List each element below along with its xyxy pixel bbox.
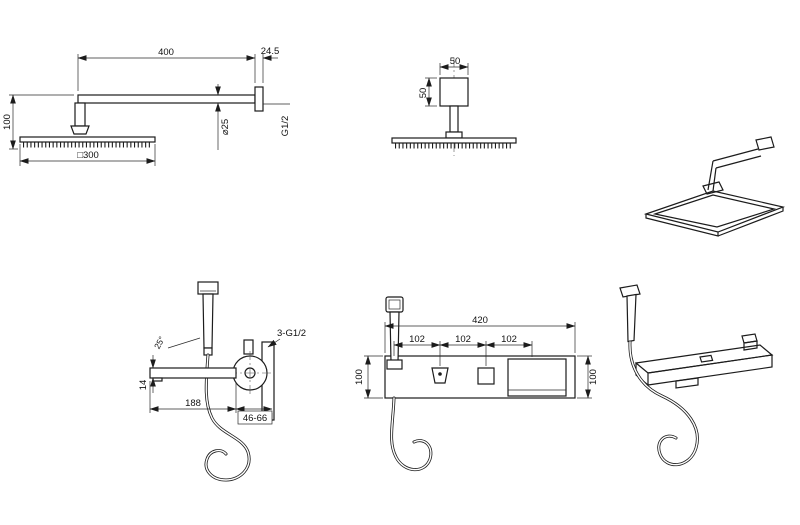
dim-bracket-height: 50 <box>418 88 429 99</box>
control-button <box>477 367 495 385</box>
dimensions-mixer-front: 420 102 102 102 100 100 <box>354 315 599 399</box>
dim-spout-length: 188 <box>185 398 201 409</box>
dim-total-width: 420 <box>472 315 488 326</box>
view-mixer-side: 3-G1/2 25° 14 188 46-66 <box>138 281 306 482</box>
shower-head <box>19 136 156 148</box>
dimensions-overhead-side: 400 24.5 100 ⌀25 G1/2 □300 <box>2 46 291 166</box>
dim-thread-count: 3-G1/2 <box>277 328 306 339</box>
hose-3d <box>628 340 699 466</box>
dim-box <box>237 410 273 425</box>
mixer-bar-3d <box>634 333 774 389</box>
dim-arm-length: 400 <box>158 47 174 58</box>
dimensions-overhead-front: 50 50 <box>418 56 469 107</box>
dim-spacing-2: 102 <box>455 334 471 345</box>
shower-arm <box>70 86 264 135</box>
waterfall-spout-3d <box>675 377 699 389</box>
diverter-knob <box>431 367 449 384</box>
shower-head-front <box>391 137 517 149</box>
view-mixer-front: 420 102 102 102 100 100 <box>354 296 599 472</box>
dim-spacing-3: 102 <box>501 334 517 345</box>
spout-front <box>507 358 567 397</box>
dim-wall-depth: 46-66 <box>243 413 267 424</box>
dim-pipe-diameter: ⌀25 <box>220 119 231 135</box>
head-inner-3d <box>652 194 777 228</box>
dim-head-size: □300 <box>77 150 99 161</box>
dim-height-right: 100 <box>588 369 599 385</box>
dim-wall-plate: 24.5 <box>261 46 280 57</box>
dim-angle: 25° <box>152 335 167 351</box>
head-connector-3d <box>702 181 724 195</box>
spout-aerator <box>152 377 163 382</box>
diverter-3d <box>699 354 714 363</box>
mixer-body-side <box>149 339 275 421</box>
wall-bracket <box>439 77 469 139</box>
hand-shower-3d <box>619 284 641 343</box>
view-overhead-shower-front: 50 50 <box>391 56 517 156</box>
view-overhead-shower-3d <box>643 136 786 237</box>
hand-shower-side <box>197 281 219 356</box>
dim-height-left: 100 <box>354 369 365 385</box>
view-mixer-3d <box>619 284 774 466</box>
dim-bracket-width: 50 <box>450 56 461 67</box>
spout-side <box>149 367 237 379</box>
dim-spout-height: 14 <box>138 380 149 391</box>
view-overhead-shower-side: 400 24.5 100 ⌀25 G1/2 □300 <box>2 46 291 166</box>
dim-head-height: 100 <box>2 114 13 130</box>
arm-flange-3d <box>755 136 775 151</box>
dim-spacing-1: 102 <box>409 334 425 345</box>
hand-shower-hose-front <box>390 396 433 472</box>
dim-thread-g12: G1/2 <box>280 116 291 137</box>
head-outline-3d <box>643 190 786 233</box>
